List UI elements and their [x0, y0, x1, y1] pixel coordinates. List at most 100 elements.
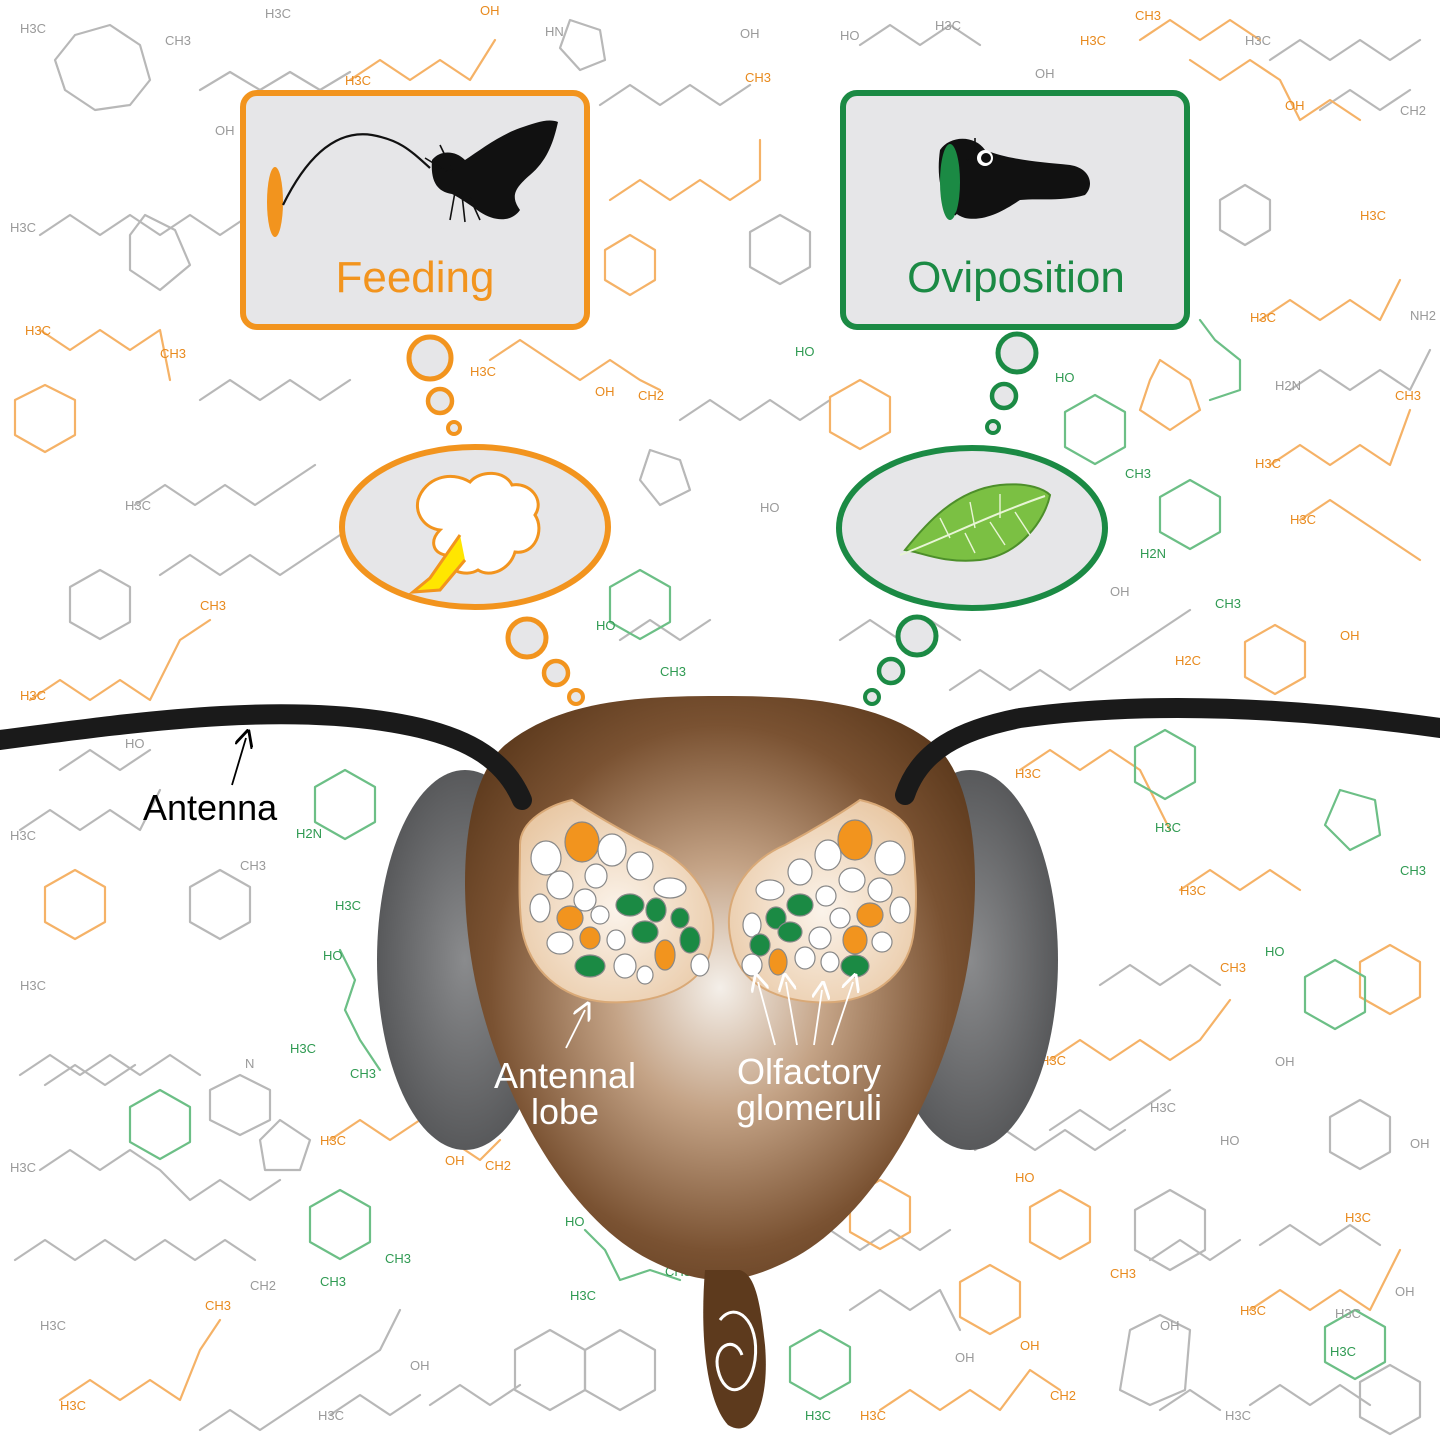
atom-label: H3C [1150, 1100, 1176, 1115]
atom-label: H3C [20, 978, 46, 993]
thought-bubble-medium [989, 381, 1019, 411]
atom-label: CH3 [1135, 8, 1161, 23]
oviposition-thought-chain [836, 331, 1108, 706]
atom-label: H3C [1250, 310, 1276, 325]
atom-label: H3C [335, 898, 361, 913]
molecule-orange [13, 18, 1422, 1412]
glomerulus [741, 953, 763, 977]
atom-label: HO [1055, 370, 1075, 385]
atom-label: CH3 [1110, 1266, 1136, 1281]
left-antennal-lobe [518, 798, 715, 1004]
antennal-lobe-callout: Antennal lobe [494, 1010, 636, 1132]
thought-bubble-small [446, 420, 462, 436]
flower-icon [408, 471, 541, 594]
atom-label: H3C [20, 21, 46, 36]
atom-label: H3C [1345, 1210, 1371, 1225]
moth-legs [424, 144, 481, 223]
atom-label: HO [565, 1214, 585, 1229]
glomerulus [867, 877, 893, 903]
atom-label: CH3 [240, 858, 266, 873]
glomerulus [529, 893, 551, 923]
atom-label: H3C [125, 498, 151, 513]
glomerulus [626, 851, 654, 881]
glomerulus [597, 833, 627, 867]
atom-label: H3C [10, 828, 36, 843]
atom-label: OH [595, 384, 615, 399]
thought-bubble-medium [876, 656, 906, 686]
atom-label: OH [1285, 98, 1305, 113]
antennal-lobe-label-line1: Antennal [494, 1055, 636, 1096]
thought-bubble-large [995, 331, 1039, 375]
glomerulus-orange [856, 902, 884, 928]
right-antennal-lobe [727, 798, 917, 1004]
glomerulus-orange [579, 926, 601, 950]
atom-label: OH [215, 123, 235, 138]
atom-label: H2N [1275, 378, 1301, 393]
glomerulus [871, 931, 893, 953]
atom-label: CH3 [1395, 388, 1421, 403]
antenna-arrow [231, 738, 246, 786]
head-capsule [465, 696, 975, 1280]
proboscis-spiral [715, 1310, 758, 1392]
glomerulus [590, 905, 610, 925]
atom-label: CH3 [165, 33, 191, 48]
glomerulus-green [631, 920, 659, 944]
molecule-green [128, 318, 1387, 1401]
atom-label: H3C [345, 73, 371, 88]
atom-label: H3C [1040, 1053, 1066, 1068]
oviposition-label: Oviposition [907, 253, 1125, 302]
atom-label: H3C [1155, 820, 1181, 835]
feeding-thought-chain [339, 334, 611, 706]
atom-label: OH [1275, 1054, 1295, 1069]
glomerulus-green [574, 954, 606, 978]
atom-label: H3C [1245, 33, 1271, 48]
moth-eye-pupil [981, 153, 991, 163]
atom-label: H3C [1080, 33, 1106, 48]
atom-label: CH3 [1220, 960, 1246, 975]
olfactory-label-line1: Olfactory [737, 1051, 881, 1092]
atom-label: H3C [1015, 766, 1041, 781]
glomerulus-green [777, 921, 803, 943]
glomerulus-orange [556, 905, 584, 931]
thought-bubble-medium [541, 658, 571, 688]
glomerulus [808, 926, 832, 950]
antennae [0, 697, 1440, 810]
atom-label: HO [125, 736, 145, 751]
moth-body-icon [938, 138, 1090, 219]
flower-target-icon [267, 167, 283, 237]
glomerulus [546, 931, 574, 955]
atom-label: HO [596, 618, 616, 633]
atom-label: OH [1160, 1318, 1180, 1333]
atom-label: CH3 [205, 1298, 231, 1313]
right-antenna [895, 697, 1440, 805]
atom-label: H3C [318, 1408, 344, 1423]
atom-label: OH [445, 1153, 465, 1168]
atom-label: N [245, 1056, 254, 1071]
glomeruli-right [741, 819, 911, 978]
glomerulus [573, 888, 597, 912]
atom-label: CH2 [1400, 103, 1426, 118]
flower-tube [408, 534, 467, 594]
atom-label: H3C [1240, 1303, 1266, 1318]
glomerulus [838, 867, 866, 893]
olfactory-label-line2: glomeruli [736, 1087, 882, 1128]
glomerulus-orange [837, 819, 873, 861]
thought-bubble-medium [425, 386, 455, 416]
background-molecules: H3C CH3 H3C HN OH HO H3C OH H3C CH2 H3C … [10, 3, 1436, 1436]
molecule-labels: H3C CH3 H3C HN OH HO H3C OH H3C CH2 H3C … [10, 6, 1436, 1423]
thought-bubble-small [863, 688, 881, 706]
atom-label: H3C [10, 220, 36, 235]
atom-label: H3C [10, 1160, 36, 1175]
glomerulus [794, 946, 816, 970]
glomerulus [653, 877, 687, 899]
glomerulus [606, 929, 626, 951]
atom-label: OH [1395, 1284, 1415, 1299]
atom-label: H2N [296, 826, 322, 841]
atom-label: HO [1220, 1133, 1240, 1148]
flower-petals [415, 471, 541, 575]
glomerulus-green [645, 897, 667, 923]
atom-label: OH [1410, 1136, 1430, 1151]
moth-head [377, 696, 1058, 1429]
atom-label: HN [545, 24, 564, 39]
